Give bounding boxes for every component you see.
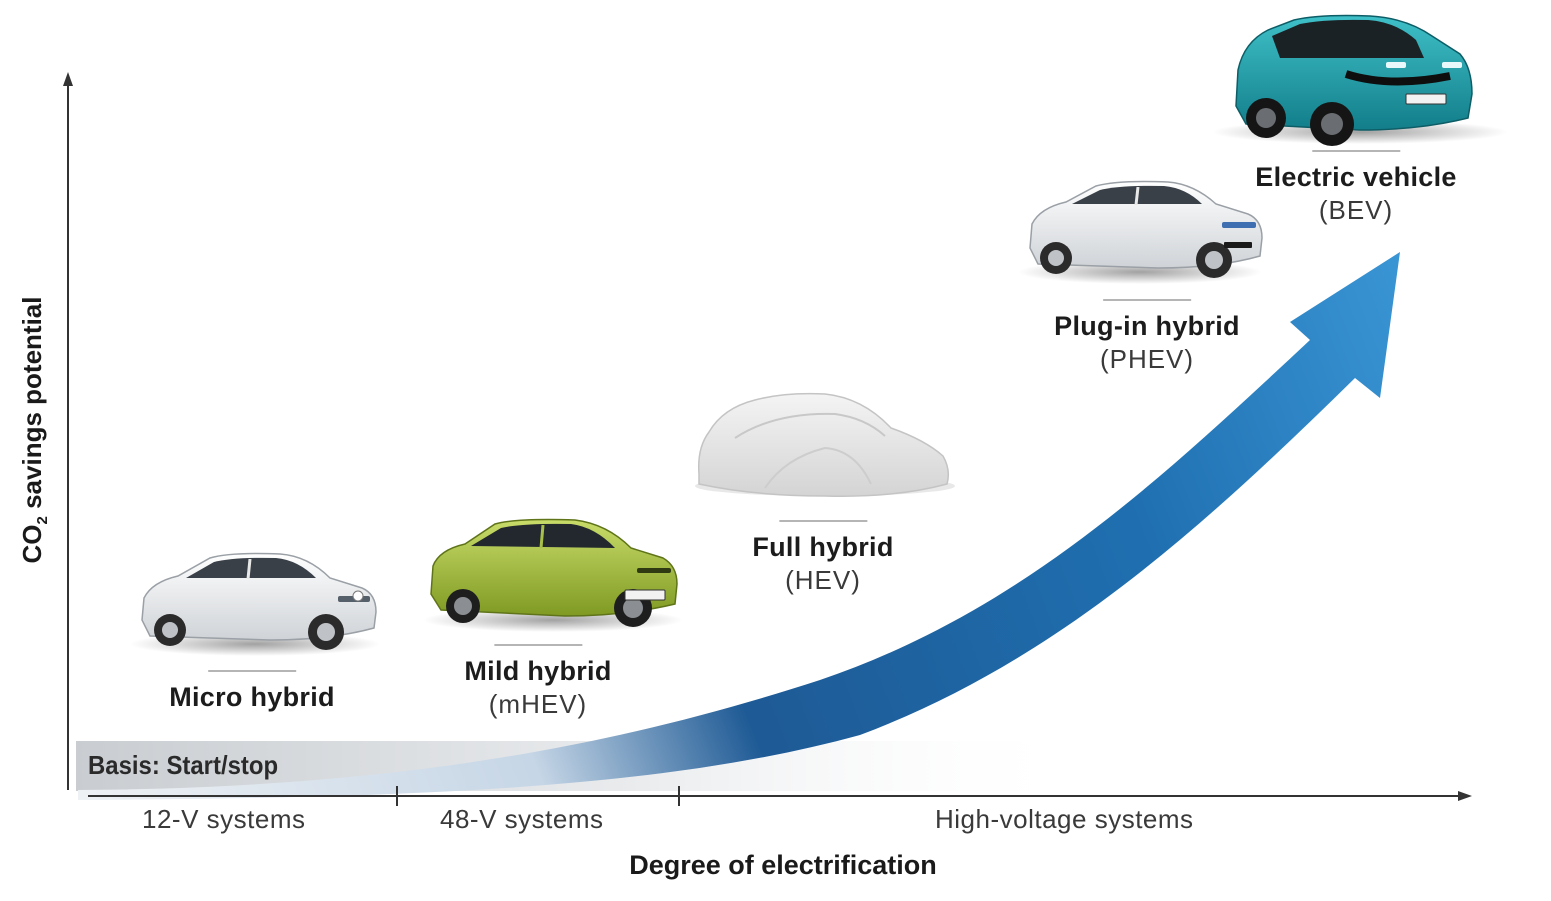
vehicle-name: Plug-in hybrid [1054,311,1240,341]
vehicle-label-plug-in-hybrid: Plug-in hybrid (PHEV) [1054,299,1240,375]
y-axis-title: CO2 savings potential [17,297,51,564]
vehicle-name: Micro hybrid [169,682,335,712]
vehicle-abbreviation: (BEV) [1318,195,1394,225]
electrification-arrow [78,252,1400,800]
covered-car-icon [695,392,955,497]
y-axis-arrowhead [63,72,73,86]
vehicle-abbreviation: (mHEV) [488,689,588,719]
vehicle-name: Electric vehicle [1255,162,1457,192]
label-divider [778,520,867,522]
vehicle-name: Mild hybrid [464,656,612,686]
vehicle-label-electric-vehicle: Electric vehicle (BEV) [1255,150,1456,226]
vehicle-abbreviation: (PHEV) [1099,344,1195,374]
label-divider [1311,150,1400,152]
system-label-48v: 48-V systems [440,804,604,834]
vehicle-label-full-hybrid: Full hybrid (HEV) [752,520,893,596]
label-divider [208,670,296,672]
y-axis-title-co: CO [16,524,47,564]
y-axis-title-rest: savings potential [16,296,47,517]
white-hatchback-icon [1018,180,1263,284]
vehicle-abbreviation: (HEV) [785,565,861,595]
vehicle-name: Full hybrid [752,532,894,562]
vehicle-label-mild-hybrid: Mild hybrid (mHEV) [464,644,611,720]
system-label-high-voltage: High-voltage systems [935,804,1194,834]
x-axis-arrowhead [1458,791,1472,801]
system-label-12v: 12-V systems [142,804,306,834]
y-axis-title-subscript: 2 [34,516,52,525]
x-axis-title: Degree of electrification [629,850,937,880]
green-hatchback-icon [423,518,683,632]
basis-label: Basis: Start/stop [88,750,279,780]
white-hatchback-icon [130,552,380,656]
label-divider [1103,299,1191,301]
label-divider [493,644,582,646]
vehicle-label-micro-hybrid: Micro hybrid [169,670,335,713]
teal-ev-icon [1212,14,1508,146]
